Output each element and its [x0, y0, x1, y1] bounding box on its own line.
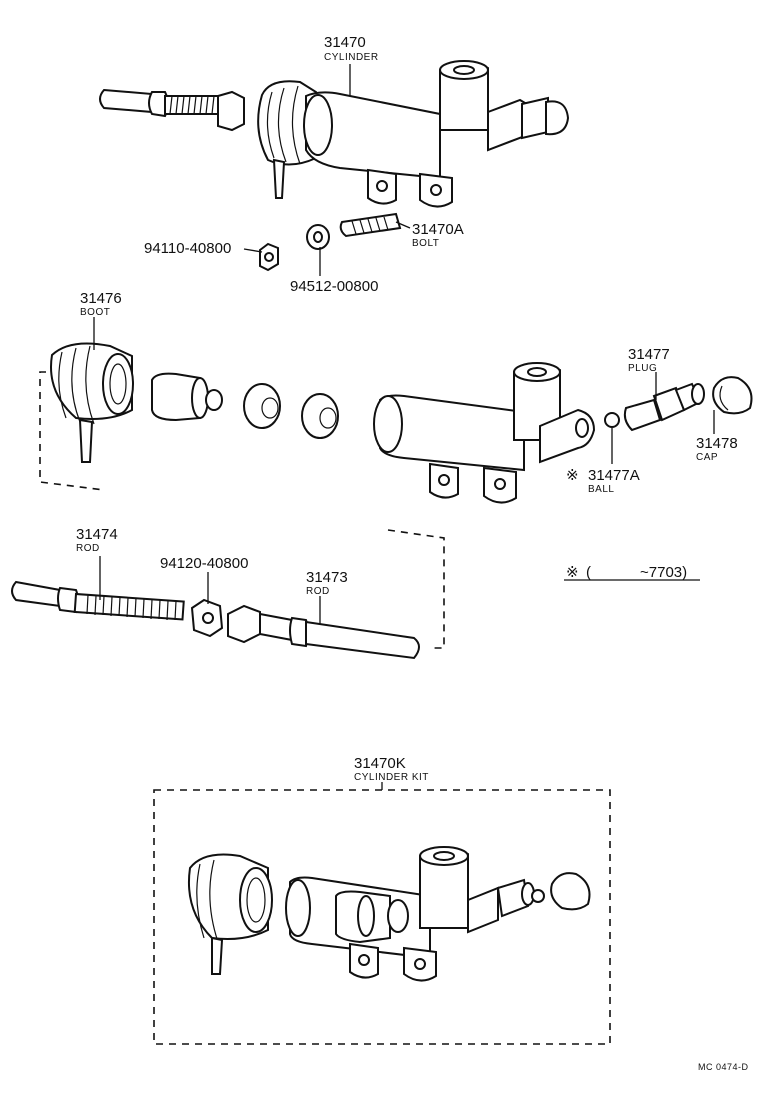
ball-part-name: BALL — [588, 484, 614, 495]
ball-note-mark: ※ — [566, 467, 579, 484]
cylinder-assembly-illustration — [99, 60, 570, 208]
diagram-code: MC 0474-D — [698, 1062, 749, 1072]
kit-ball-illustration — [531, 889, 545, 903]
cap-part-name: CAP — [696, 452, 718, 463]
rod-group-bracket — [387, 529, 445, 649]
nut-part-number: 94110-40800 — [144, 240, 231, 257]
rod-31473-illustration — [227, 604, 420, 660]
bolt-illustration — [339, 212, 402, 238]
ball-part-number: 31477A — [588, 467, 640, 484]
cup-seal-illustration — [243, 383, 339, 439]
cylinder-kit-part-number: 31470K — [354, 755, 406, 772]
plug-part-name: PLUG — [628, 363, 657, 374]
nut-illustration — [259, 242, 279, 272]
boot-part-name: BOOT — [80, 307, 110, 318]
rod-nut-illustration — [190, 598, 224, 638]
rod-31474-illustration — [11, 580, 185, 621]
boot-group-bracket — [39, 371, 105, 491]
rod-31474-part-name: ROD — [76, 543, 100, 554]
cylinder-part-name: CYLINDER — [324, 52, 379, 63]
piston-illustration — [151, 372, 223, 422]
cap-part-number: 31478 — [696, 435, 738, 452]
note-mark: ※ — [566, 564, 579, 581]
washer-illustration — [306, 224, 330, 250]
bolt-part-number: 31470A — [412, 221, 464, 238]
boot-illustration — [50, 342, 134, 463]
rod-31474-part-number: 31474 — [76, 526, 118, 543]
rod-31473-part-name: ROD — [306, 586, 330, 597]
boot-part-number: 31476 — [80, 290, 122, 307]
cylinder-body-illustration — [373, 362, 596, 504]
plug-illustration — [623, 382, 705, 432]
leader-lines — [93, 64, 715, 790]
kit-body-illustration — [285, 846, 535, 982]
washer-part-number: 94512-00800 — [290, 278, 378, 295]
note-open-paren: ( — [586, 564, 591, 581]
bolt-part-name: BOLT — [412, 238, 439, 249]
note-range: ~7703) — [640, 564, 687, 581]
ball-illustration — [604, 412, 620, 428]
rod-31473-part-number: 31473 — [306, 569, 348, 586]
kit-cap-illustration — [550, 872, 591, 911]
cap-illustration — [712, 376, 753, 415]
plug-part-number: 31477 — [628, 346, 670, 363]
rod-nut-part-number: 94120-40800 — [160, 555, 248, 572]
kit-boot-illustration — [188, 853, 273, 975]
cylinder-part-number: 31470 — [324, 34, 366, 51]
cylinder-kit-part-name: CYLINDER KIT — [354, 772, 429, 783]
